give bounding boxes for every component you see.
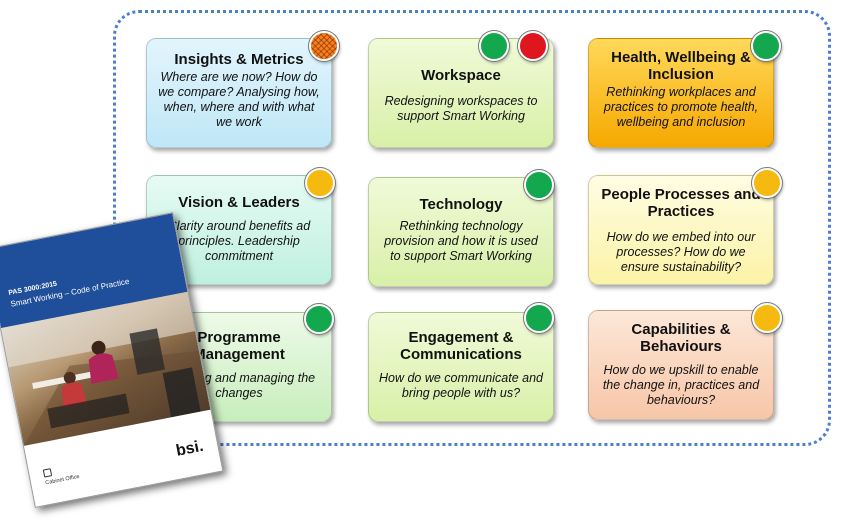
status-amber-icon — [752, 168, 782, 198]
status-amber-icon — [752, 303, 782, 333]
card-title: Technology — [419, 196, 503, 213]
card-capabilities-behaviours: Capabilities & Behaviours How do we upsk… — [588, 310, 774, 420]
card-description: How do we communicate and bring people w… — [379, 371, 543, 400]
status-amber-icon — [305, 168, 335, 198]
crest-icon — [42, 468, 53, 478]
booklet-office-photo — [1, 291, 211, 446]
card-description: Rethinking technology provision and how … — [384, 219, 538, 263]
bsi-logo: bsi. — [174, 437, 205, 460]
card-description: Clarity around benefits ad principles. L… — [167, 219, 311, 263]
card-title: Insights & Metrics — [174, 51, 304, 68]
status-green-icon — [751, 31, 781, 61]
card-title: Workspace — [421, 67, 501, 84]
card-title: People Processes and Practices — [601, 186, 761, 220]
card-title: Programme Management — [193, 329, 285, 363]
status-green-icon — [524, 170, 554, 200]
card-title: Capabilities & Behaviours — [631, 321, 731, 355]
card-description: How do we embed into our processes? How … — [606, 230, 756, 274]
card-technology: Technology Rethinking technology provisi… — [368, 177, 554, 287]
card-description: Rethinking workplaces and practices to p… — [603, 85, 759, 129]
status-green-icon — [304, 304, 334, 334]
card-people-processes-practices: People Processes and Practices How do we… — [588, 175, 774, 285]
card-insights-metrics: Insights & Metrics Where are we now? How… — [146, 38, 332, 148]
card-description: How do we upskill to enable the change i… — [602, 363, 760, 407]
card-description: Redesigning workspaces to support Smart … — [384, 94, 538, 123]
card-description: Where are we now? How do we compare? Ana… — [158, 70, 320, 129]
status-green-icon — [524, 303, 554, 333]
pas3000-booklet-cover: PAS 3000:2015 Smart Working – Code of Pr… — [0, 212, 224, 508]
office-scene-image — [1, 291, 211, 446]
status-green-icon — [479, 31, 509, 61]
card-title: Vision & Leaders — [178, 194, 300, 211]
card-title: Health, Wellbeing & Inclusion — [611, 49, 751, 83]
card-title: Engagement & Communications — [400, 329, 522, 363]
status-hatched-orange-icon — [309, 31, 339, 61]
status-red-icon — [518, 31, 548, 61]
card-engagement-communications: Engagement & Communications How do we co… — [368, 312, 554, 422]
card-vision-leaders: Vision & Leaders Clarity around benefits… — [146, 175, 332, 285]
card-health-wellbeing-inclusion: Health, Wellbeing & Inclusion Rethinking… — [588, 38, 774, 148]
